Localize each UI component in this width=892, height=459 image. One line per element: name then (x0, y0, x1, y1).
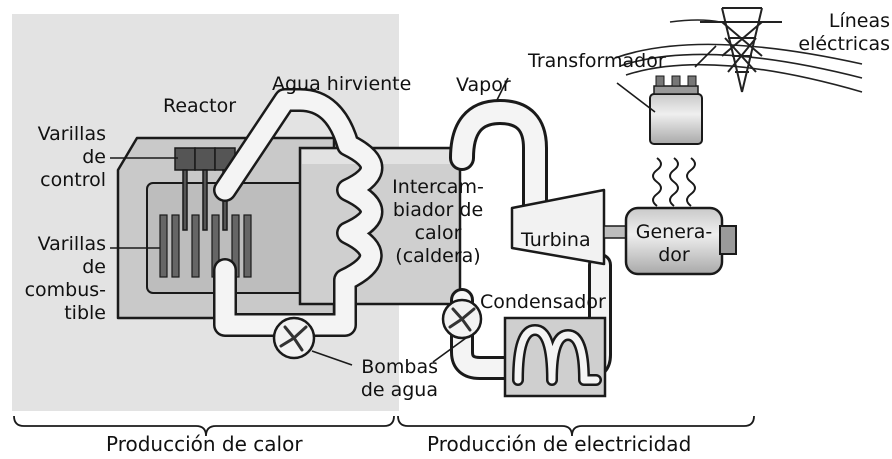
section-braces (13, 415, 755, 437)
section-electricity-production: Producción de electricidad (427, 432, 692, 456)
label-generator: Genera- dor (635, 221, 713, 266)
section-heat-production: Producción de calor (106, 432, 303, 456)
label-boiling-water: Agua hirviente (272, 73, 412, 95)
generator-coils (652, 157, 696, 207)
power-tower (700, 7, 782, 93)
label-reactor: Reactor (163, 95, 237, 117)
label-heat-exchanger: Intercam- biador de calor (caldera) (392, 176, 484, 267)
label-steam: Vapor (456, 74, 511, 96)
reactor-loop-pipe (213, 88, 384, 337)
power-lines (614, 19, 863, 93)
label-condenser: Condensador (480, 291, 606, 313)
label-water-pumps: Bombas de agua (360, 356, 438, 401)
label-fuel-rods: Varillas de combus- tible (24, 233, 106, 324)
leader-lines (110, 45, 717, 366)
transformer-body (649, 75, 703, 145)
turbine-shaft (603, 225, 627, 239)
condenser-loop-pump (441, 298, 483, 340)
condenser-body (503, 316, 607, 398)
label-turbine: Turbina (521, 229, 591, 251)
label-power-lines: Líneas eléctricas (798, 10, 890, 55)
reactor-loop-pump (272, 316, 316, 360)
label-transformer: Transformador (528, 50, 666, 72)
turbine-body (510, 188, 606, 266)
label-control-rods: Varillas de control (37, 123, 106, 191)
generator-body (624, 206, 737, 276)
